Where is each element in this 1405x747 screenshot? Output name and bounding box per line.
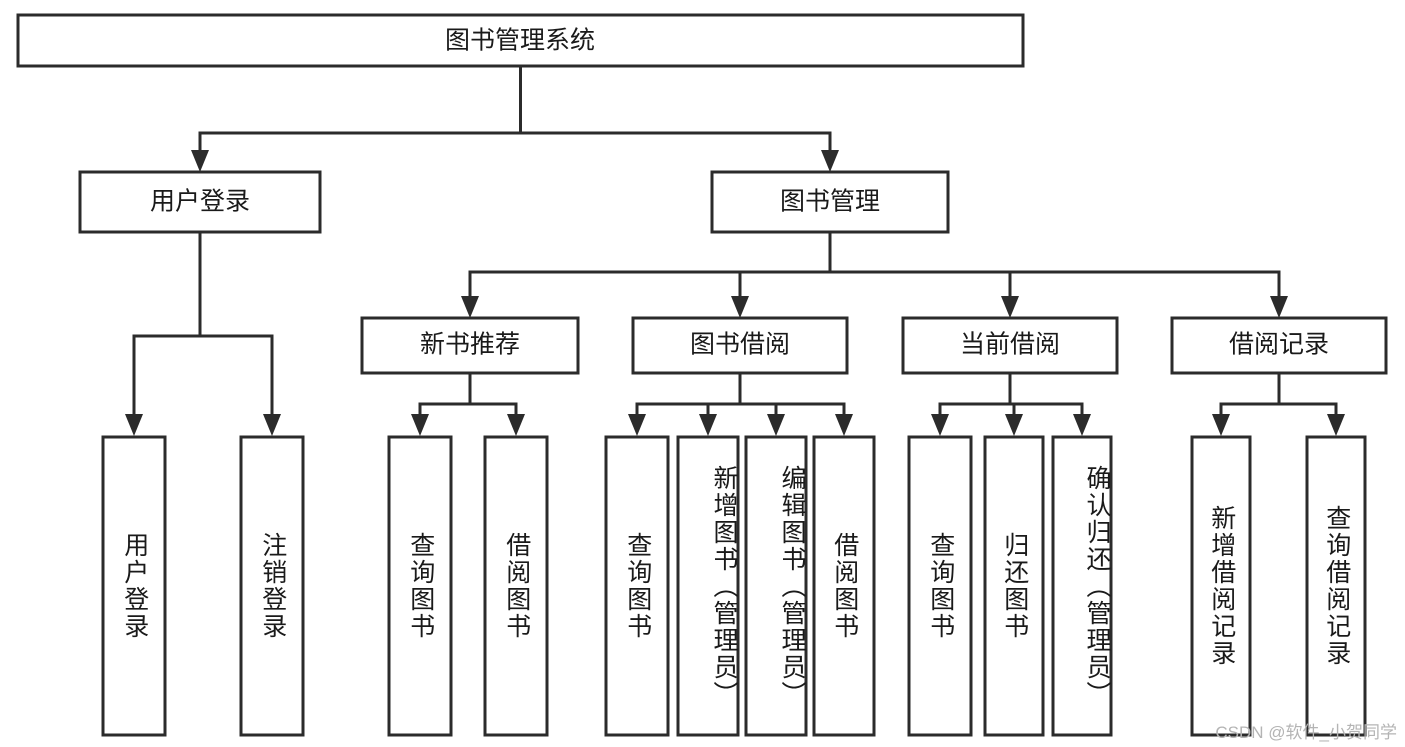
leaf-box-add-borrow-record[interactable] bbox=[1190, 435, 1252, 737]
leaf-boxes bbox=[101, 435, 1367, 737]
leaf-box-add-book-admin[interactable] bbox=[676, 435, 740, 737]
node-user-login[interactable]: 用户登录 bbox=[78, 170, 322, 234]
node-user-login-label: 用户登录 bbox=[150, 188, 250, 216]
leaf-box-query-borrow-record[interactable] bbox=[1305, 435, 1367, 737]
node-book-borrow[interactable]: 图书借阅 bbox=[631, 316, 849, 375]
node-book-manage-label: 图书管理 bbox=[780, 188, 880, 216]
leaf-box-borrow-book-rec[interactable] bbox=[483, 435, 549, 737]
node-root-label: 图书管理系统 bbox=[445, 27, 595, 55]
connector-newbook-to-leaves bbox=[411, 371, 525, 436]
leaf-box-query-book-bw[interactable] bbox=[604, 435, 670, 737]
leaf-box-return-book[interactable] bbox=[983, 435, 1045, 737]
node-borrow-record-label: 借阅记录 bbox=[1229, 331, 1329, 359]
watermark-text: CSDN @软件_小贺同学 bbox=[1215, 723, 1397, 742]
node-book-borrow-label: 图书借阅 bbox=[690, 331, 790, 359]
node-current-borrow[interactable]: 当前借阅 bbox=[901, 316, 1119, 375]
connector-bookmanage-to-level3 bbox=[461, 230, 1288, 318]
connector-bookborrow-to-leaves bbox=[628, 371, 853, 436]
node-book-manage[interactable]: 图书管理 bbox=[710, 170, 950, 234]
node-new-book-recommend[interactable]: 新书推荐 bbox=[360, 316, 580, 375]
connector-borrowrecord-to-leaves bbox=[1212, 371, 1345, 436]
leaf-box-query-book-rec[interactable] bbox=[387, 435, 453, 737]
connector-userlogin-to-leaves bbox=[125, 230, 281, 436]
leaf-box-user-logout[interactable] bbox=[239, 435, 305, 737]
leaf-box-borrow-book-bw[interactable] bbox=[812, 435, 876, 737]
node-root[interactable]: 图书管理系统 bbox=[16, 13, 1025, 68]
leaf-box-user-login[interactable] bbox=[101, 435, 167, 737]
connector-currentborrow-to-leaves bbox=[931, 371, 1091, 436]
leaf-box-query-book-cb[interactable] bbox=[907, 435, 973, 737]
node-new-book-recommend-label: 新书推荐 bbox=[420, 331, 520, 359]
connector-root-to-level2 bbox=[191, 64, 839, 172]
leaf-box-confirm-return-admin[interactable] bbox=[1051, 435, 1113, 737]
node-borrow-record[interactable]: 借阅记录 bbox=[1170, 316, 1388, 375]
node-current-borrow-label: 当前借阅 bbox=[960, 331, 1060, 359]
leaf-box-edit-book-admin[interactable] bbox=[744, 435, 808, 737]
